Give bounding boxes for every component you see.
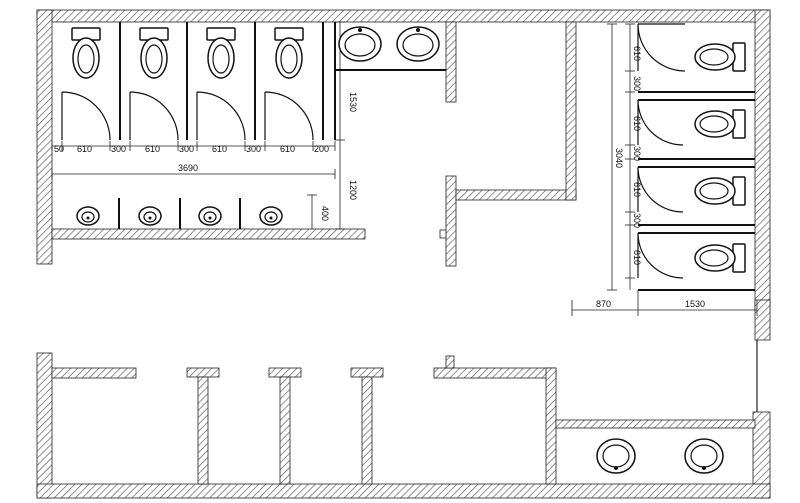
dim-label: 50 [54, 144, 64, 154]
dim-label: 400 [320, 206, 330, 221]
dim-label: 300 [632, 76, 642, 91]
interior-walls [51, 21, 756, 485]
dim-label: 1530 [685, 299, 705, 309]
sink-icon [684, 438, 724, 474]
lower-room-top-wall-left [51, 367, 137, 379]
sink-niche-wall [445, 21, 457, 103]
lower-room-stub [445, 355, 455, 369]
lower-room-top-wall-right [433, 367, 557, 379]
door-swing [637, 99, 685, 146]
sink-icon [396, 26, 440, 62]
left-dimension-labels: 50 610 300 610 300 610 300 610 200 3690 … [54, 92, 358, 221]
right-dimension-labels: 610 300 610 300 610 300 610 3040 870 153… [596, 46, 705, 309]
toilet-icon [694, 243, 746, 273]
toilet-icon [694, 42, 746, 72]
dim-label: 300 [632, 146, 642, 161]
toilet-icon [206, 27, 236, 79]
left-toilets [71, 27, 304, 79]
dim-label: 610 [632, 46, 642, 61]
toilet-icon [694, 109, 746, 139]
left-wall-upper [36, 9, 53, 265]
dim-label: 610 [280, 144, 295, 154]
urinal-icon [198, 206, 222, 226]
left-wall-lower [36, 352, 53, 499]
toilet-icon [694, 176, 746, 206]
dim-label: 300 [111, 144, 126, 154]
right-wall-upper [754, 9, 771, 311]
sink-icon [338, 26, 382, 62]
urinal-icon [259, 206, 283, 226]
t-partition-cap-1 [186, 367, 220, 378]
door-swing [61, 91, 111, 141]
dim-label: 300 [246, 144, 261, 154]
bottom-sink-area-top-wall [555, 419, 756, 429]
central-wall-vertical [445, 175, 457, 267]
urinals [76, 206, 283, 226]
right-wall-jog [754, 299, 771, 341]
urinal-dividers [118, 198, 241, 229]
dim-label: 610 [632, 116, 642, 131]
door-swing [637, 232, 685, 279]
toilet-icon [139, 27, 169, 79]
top-sinks [335, 26, 446, 71]
bottom-sinks [596, 438, 724, 474]
dim-label: 1530 [348, 92, 358, 112]
dim-label: 300 [632, 213, 642, 228]
door-swing [196, 91, 246, 141]
right-dimension-lines [571, 23, 758, 316]
dim-label: 870 [596, 299, 611, 309]
outer-walls [36, 9, 771, 499]
urinal-icon [138, 206, 162, 226]
dim-label: 610 [632, 182, 642, 197]
t-partition-stem-3 [361, 376, 373, 485]
sink-icon [596, 438, 636, 474]
t-partition-cap-2 [268, 367, 302, 378]
left-stall-partitions [119, 22, 336, 140]
lower-room-right-wall [545, 367, 557, 485]
t-partition-cap-3 [350, 367, 384, 378]
t-partition-stem-1 [197, 376, 209, 485]
door-swing [637, 23, 686, 72]
dim-label: 200 [314, 144, 329, 154]
right-toilets [694, 42, 746, 273]
top-wall [36, 9, 771, 23]
central-wall-return [565, 21, 577, 201]
t-partition-stem-2 [279, 376, 291, 485]
urinal-icon [76, 206, 100, 226]
dim-label: 610 [632, 250, 642, 265]
toilet-icon [71, 27, 101, 79]
dim-label: 1200 [348, 180, 358, 200]
central-wall-horizontal [455, 189, 577, 201]
urinal-room-bottom-wall [51, 228, 366, 240]
right-stall-doors [637, 23, 686, 279]
dim-label: 610 [212, 144, 227, 154]
dim-label: 3690 [178, 163, 198, 173]
door-swing [264, 91, 314, 141]
door-swing [129, 91, 179, 141]
central-wall-stub [439, 229, 447, 239]
dim-label: 610 [145, 144, 160, 154]
dim-label: 3040 [614, 148, 624, 168]
door-swing [637, 166, 685, 213]
dim-label: 300 [179, 144, 194, 154]
left-stall-doors [61, 91, 314, 141]
toilet-icon [274, 27, 304, 79]
bottom-wall [36, 483, 771, 499]
dim-label: 610 [77, 144, 92, 154]
